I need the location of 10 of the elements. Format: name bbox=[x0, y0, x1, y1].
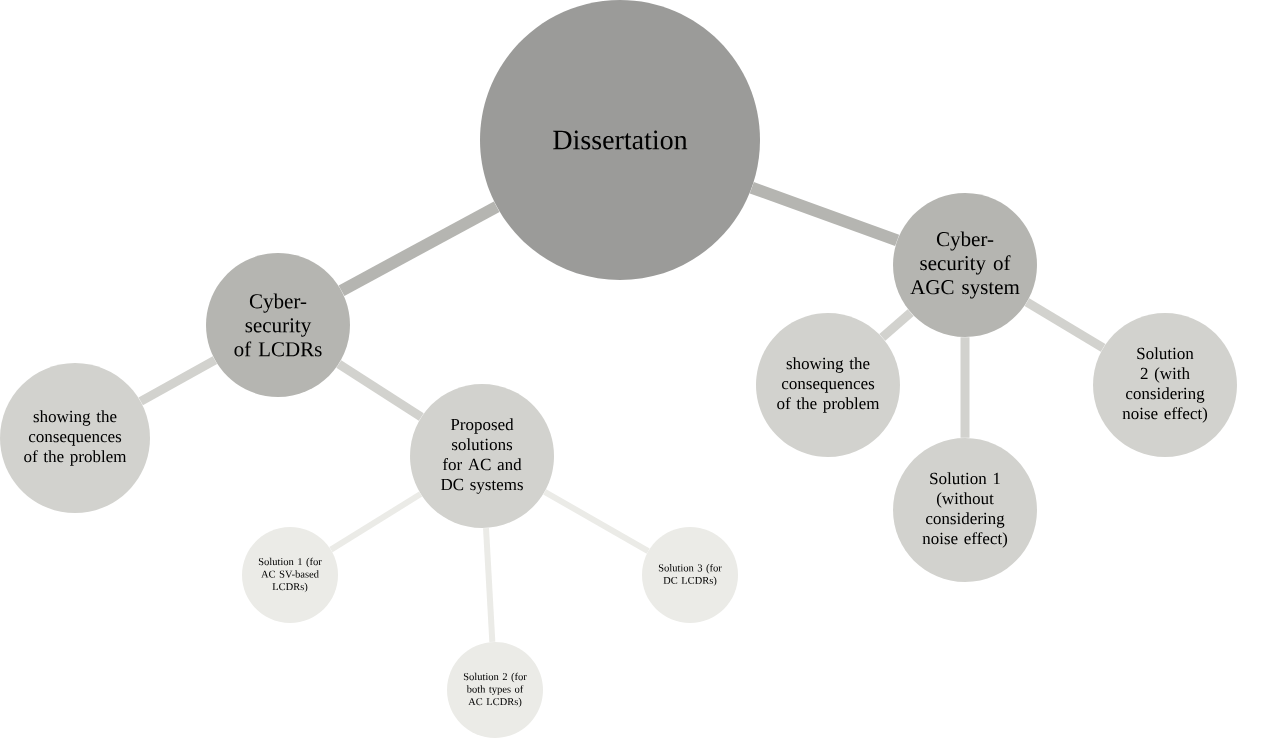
connector bbox=[483, 527, 496, 643]
connector bbox=[749, 182, 900, 247]
connector bbox=[543, 489, 650, 554]
connector bbox=[329, 491, 423, 553]
connector bbox=[138, 356, 218, 406]
connector bbox=[1024, 298, 1106, 352]
connector bbox=[336, 360, 424, 421]
connector bbox=[879, 309, 914, 341]
connector bbox=[960, 337, 970, 438]
connector bbox=[338, 201, 500, 296]
